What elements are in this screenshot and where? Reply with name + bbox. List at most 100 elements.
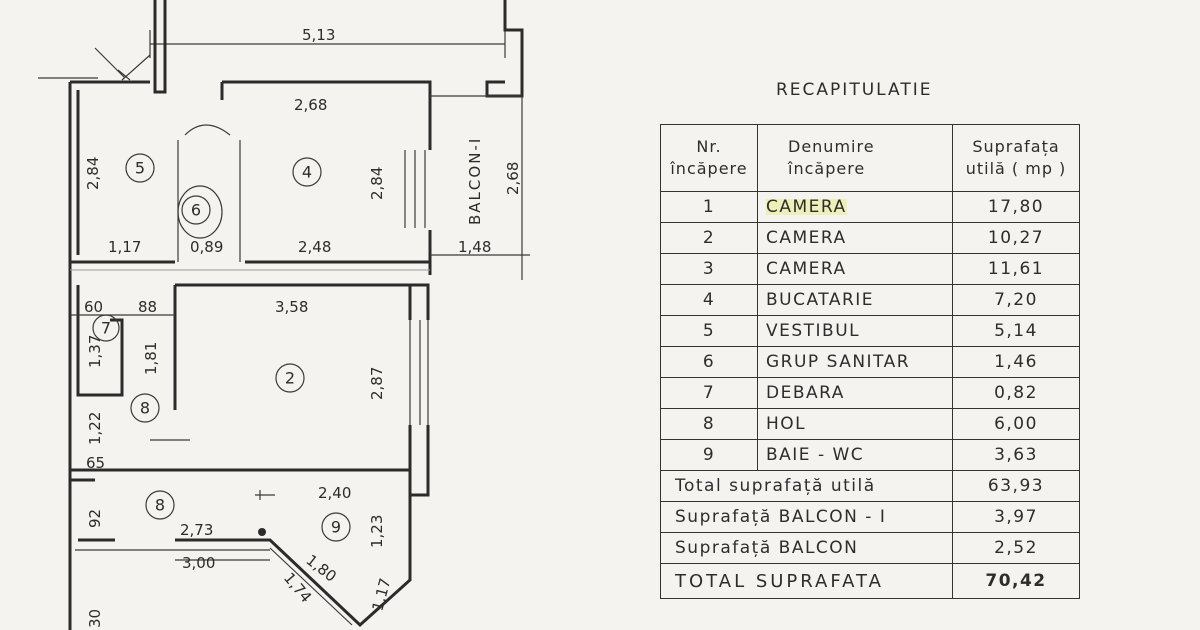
wall-kitchen — [220, 80, 432, 275]
total-value: 2,52 — [952, 532, 1080, 564]
svg-text:6: 6 — [191, 201, 201, 220]
dim-65: 65 — [86, 454, 105, 472]
dim-1-22: 1,22 — [86, 412, 104, 445]
table-row: 7 DEBARA 0,82 — [660, 377, 1080, 409]
svg-text:8: 8 — [155, 496, 165, 515]
svg-text:5: 5 — [135, 159, 145, 178]
row-name: CAMERA — [757, 253, 953, 285]
row-nr: 8 — [660, 408, 758, 440]
row-name: CAMERA — [757, 191, 953, 223]
row-area: 0,82 — [952, 377, 1080, 409]
door-swing-entry — [94, 47, 151, 81]
dim-2-73: 2,73 — [180, 521, 213, 539]
recap-table: Nr. încăpere Denumire încăpere Suprafața… — [660, 124, 1080, 599]
row-nr: 6 — [660, 346, 758, 378]
floor-plan-drawing: 5,13 2,68 2,84 2,84 2,68 1,17 0,89 2,48 … — [38, 0, 530, 630]
wall-top-left — [153, 0, 167, 94]
total-row: Total suprafață utilă 63,93 — [660, 470, 1080, 502]
row-area: 6,00 — [952, 408, 1080, 440]
row-area: 10,27 — [952, 222, 1080, 254]
table-row: 8 HOL 6,00 — [660, 408, 1080, 440]
svg-text:8: 8 — [140, 399, 150, 418]
row-name: HOL — [757, 408, 953, 440]
row-name: DEBARA — [757, 377, 953, 409]
row-nr: 5 — [660, 315, 758, 347]
row-area: 11,61 — [952, 253, 1080, 285]
table-row: 4 BUCATARIE 7,20 — [660, 284, 1080, 316]
row-nr: 3 — [660, 253, 758, 285]
dim-3-58: 3,58 — [275, 298, 308, 316]
dim-5-13: 5,13 — [302, 26, 335, 44]
total-label: Suprafață BALCON — [660, 532, 953, 564]
row-area: 1,46 — [952, 346, 1080, 378]
room-marker-2: 2 — [275, 363, 305, 393]
table-row: 2 CAMERA 10,27 — [660, 222, 1080, 254]
room-marker-5: 5 — [125, 153, 155, 183]
dim-2-84-right: 2,84 — [368, 167, 386, 200]
room-marker-8-lower: 8 — [145, 490, 175, 520]
dim-1-17: 1,17 — [108, 238, 141, 256]
room-marker-9: 9 — [321, 512, 351, 542]
grand-total-label: TOTAL SUPRAFATA — [660, 563, 953, 599]
dim-92: 92 — [86, 509, 104, 528]
dim-1-23: 1,23 — [368, 515, 386, 548]
row-area: 3,63 — [952, 439, 1080, 471]
grand-total-value: 70,42 — [952, 563, 1080, 599]
header-name: Denumire încăpere — [757, 124, 953, 192]
total-row: Suprafață BALCON - I 3,97 — [660, 501, 1080, 533]
table-row: 6 GRUP SANITAR 1,46 — [660, 346, 1080, 378]
row-nr: 9 — [660, 439, 758, 471]
dim-1-80: 1,80 — [303, 551, 340, 586]
recap-title: RECAPITULATIE — [776, 80, 933, 100]
total-row: Suprafață BALCON 2,52 — [660, 532, 1080, 564]
recap-header-row: Nr. încăpere Denumire încăpere Suprafața… — [660, 124, 1080, 192]
dim-1-17-lower: 1,17 — [368, 576, 394, 613]
dim-1-74: 1,74 — [280, 569, 315, 606]
balcony-label: BALCON-I — [466, 137, 484, 225]
svg-text:7: 7 — [101, 319, 111, 338]
header-area: Suprafața utilă ( mp ) — [952, 124, 1080, 192]
svg-text:9: 9 — [331, 518, 341, 537]
row-nr: 4 — [660, 284, 758, 316]
dim-60: 60 — [84, 298, 103, 316]
row-name: BAIE - WC — [757, 439, 953, 471]
row-name: VESTIBUL — [757, 315, 953, 347]
room-marker-7: 7 — [92, 314, 120, 342]
row-name: GRUP SANITAR — [757, 346, 953, 378]
total-value: 63,93 — [952, 470, 1080, 502]
dim-2-40: 2,40 — [318, 484, 351, 502]
dim-2-68: 2,68 — [294, 96, 327, 114]
table-row: 9 BAIE - WC 3,63 — [660, 439, 1080, 471]
dim-0-89: 0,89 — [190, 238, 223, 256]
row-name: CAMERA — [757, 222, 953, 254]
wall-bathroom — [175, 495, 412, 628]
wall-debara — [76, 285, 124, 397]
dim-2-68-balcony: 2,68 — [504, 162, 522, 195]
dim-3-00: 3,00 — [182, 554, 215, 572]
row-nr: 7 — [660, 377, 758, 409]
table-row: 3 CAMERA 11,61 — [660, 253, 1080, 285]
room-marker-4: 4 — [292, 157, 322, 187]
row-nr: 1 — [660, 191, 758, 223]
dim-1-37: 1,37 — [86, 335, 104, 368]
table-row: 5 VESTIBUL 5,14 — [660, 315, 1080, 347]
svg-text:2: 2 — [285, 369, 295, 388]
table-row: 1 CAMERA 17,80 — [660, 191, 1080, 223]
header-nr: Nr. încăpere — [660, 124, 758, 192]
dim-1-81: 1,81 — [142, 342, 160, 375]
dim-30: 30 — [86, 609, 104, 628]
row-name: BUCATARIE — [757, 284, 953, 316]
row-area: 5,14 — [952, 315, 1080, 347]
total-label: Suprafață BALCON - I — [660, 501, 953, 533]
total-value: 3,97 — [952, 501, 1080, 533]
total-label: Total suprafață utilă — [660, 470, 953, 502]
sanitary-fixture — [177, 124, 241, 262]
dim-2-48: 2,48 — [298, 238, 331, 256]
room-marker-6: 6 — [181, 195, 211, 225]
dim-1-48: 1,48 — [458, 238, 491, 256]
dim-2-87: 2,87 — [368, 367, 386, 400]
svg-text:4: 4 — [302, 163, 312, 182]
grand-total-row: TOTAL SUPRAFATA 70,42 — [660, 563, 1080, 599]
dim-88: 88 — [138, 298, 157, 316]
